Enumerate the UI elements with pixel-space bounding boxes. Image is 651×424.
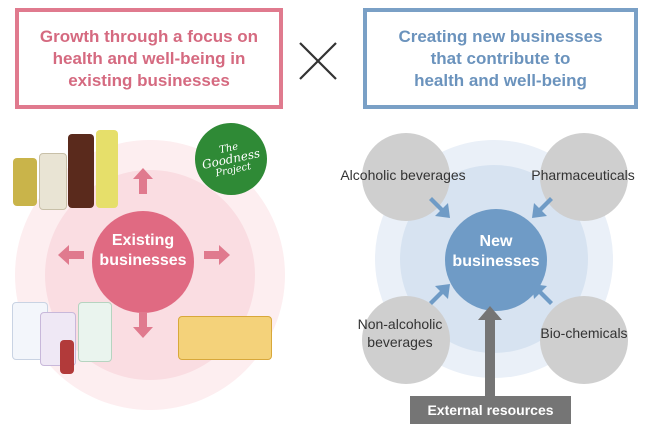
existing-businesses-circle xyxy=(92,211,194,313)
new-line-2: businesses xyxy=(452,253,540,270)
non-alcoholic-beverages-label: Non-alcoholic beverages xyxy=(340,315,460,351)
alcoholic-beverages-label: Alcoholic beverages xyxy=(340,167,466,183)
arrow-up-external-icon xyxy=(478,306,502,398)
bio-chemicals-node xyxy=(540,296,628,384)
external-resources-box: External resources xyxy=(410,396,571,424)
existing-line-1: Existing xyxy=(111,232,175,249)
left-header-box: Growth through a focus on health and wel… xyxy=(15,8,283,109)
arrow-diagonal-up-left-icon xyxy=(532,284,553,305)
bio-chemicals-label: Bio-chemicals xyxy=(540,325,628,341)
arrow-diagonal-down-right-icon xyxy=(429,197,450,218)
arrow-up-icon xyxy=(133,168,153,194)
left-header-line-1: Growth through a focus on xyxy=(39,26,259,46)
left-header-line-3: existing businesses xyxy=(68,70,230,90)
pharmaceuticals-node xyxy=(540,133,628,221)
non-alcoholic-line-1: Non-alcoholic xyxy=(357,316,443,332)
non-alcoholic-line-2: beverages xyxy=(367,334,433,350)
left-header-line-2: health and well-being in xyxy=(52,48,246,68)
arrow-diagonal-down-left-icon xyxy=(532,197,553,218)
right-header-line-1: Creating new businesses xyxy=(398,26,603,46)
right-header-box: Creating new businesses that contribute … xyxy=(363,8,638,109)
arrow-down-icon xyxy=(133,312,153,338)
new-line-1: New xyxy=(479,233,513,250)
new-businesses-circle xyxy=(445,209,547,311)
arrow-right-icon xyxy=(204,245,230,265)
pharmaceuticals-label: Pharmaceuticals xyxy=(531,167,635,183)
non-alcoholic-beverages-node xyxy=(362,296,450,384)
arrow-diagonal-up-right-icon xyxy=(429,284,450,305)
cross-icon xyxy=(299,42,337,80)
existing-line-2: businesses xyxy=(99,252,187,269)
right-header-line-2: that contribute to xyxy=(430,48,571,68)
new-businesses-label: New businesses xyxy=(445,232,547,272)
existing-businesses-label: Existing businesses xyxy=(92,231,194,271)
arrow-left-icon xyxy=(58,245,84,265)
right-header-line-3: health and well-being xyxy=(414,70,587,90)
pharmaceutical-box-image xyxy=(178,316,272,360)
